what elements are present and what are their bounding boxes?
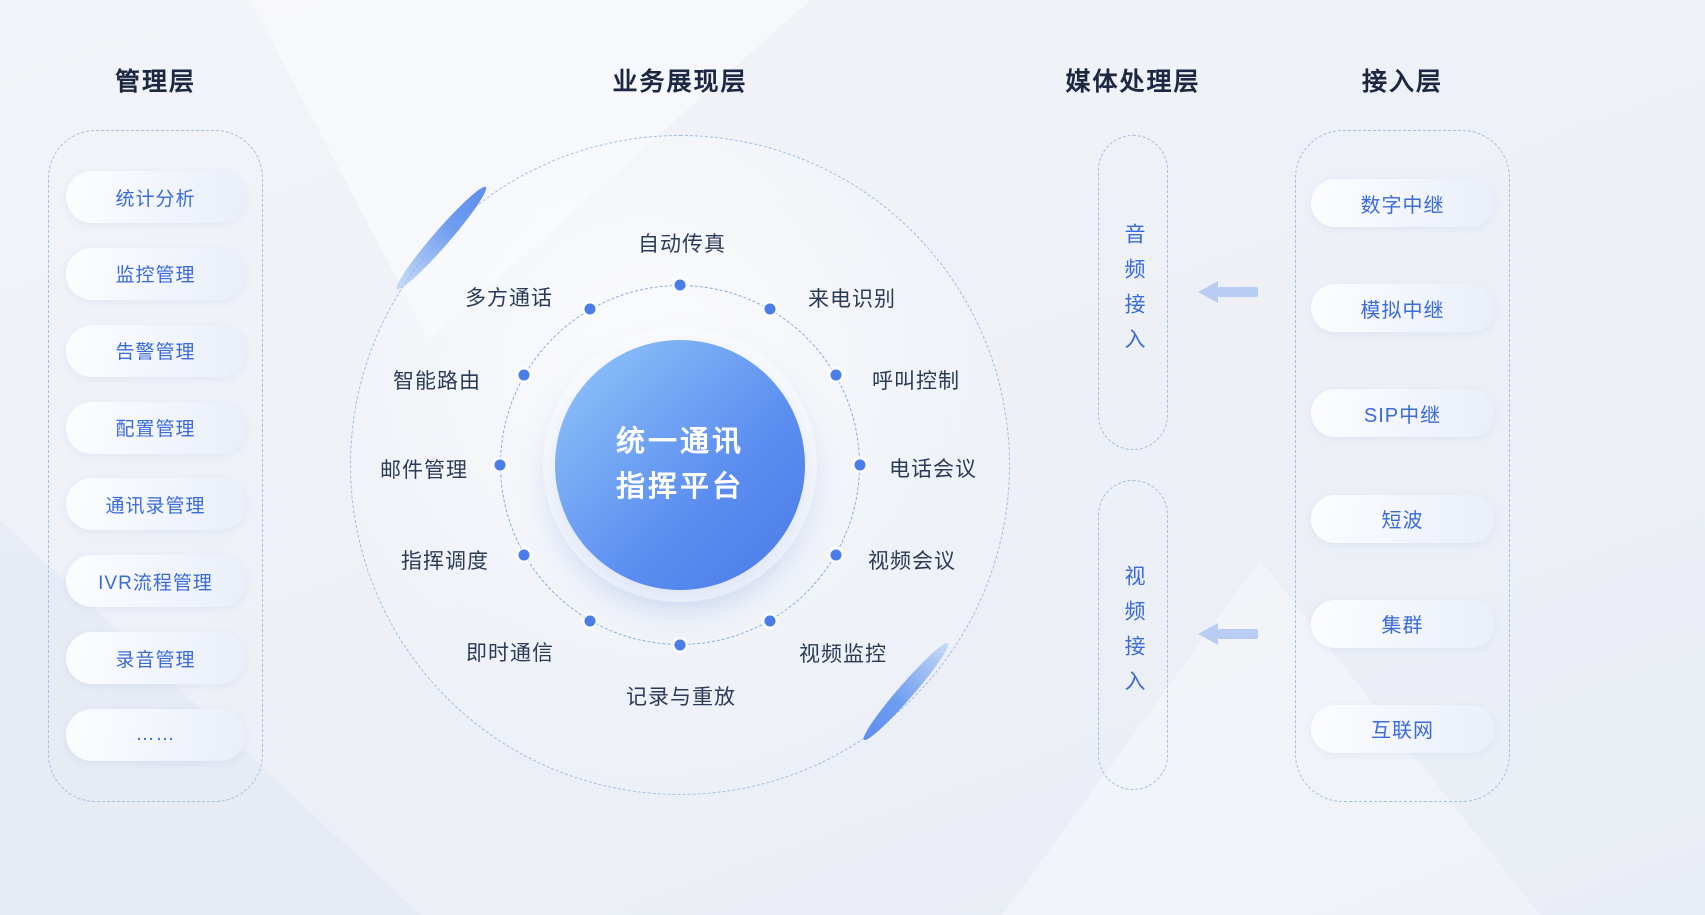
- access-panel: 数字中继模拟中继 SIP中继短波集群互联网: [1295, 130, 1510, 802]
- video-access-box: 视频接入: [1098, 480, 1168, 790]
- arrow-head: [1198, 281, 1218, 303]
- media-layer-title: 媒体处理层: [1065, 68, 1201, 96]
- platform-name-line2: 指挥平台: [615, 471, 744, 503]
- management-item: IVR流程管理: [65, 555, 246, 608]
- management-item: 监控管理: [65, 247, 246, 300]
- ring-item-label: 视频监控: [799, 643, 887, 666]
- arrow-tail: [1218, 629, 1258, 639]
- management-item: 配置管理: [65, 401, 246, 454]
- arrow-tail: [1218, 287, 1258, 297]
- access-item: 数字中继: [1310, 179, 1495, 227]
- ring-item-label: 指挥调度: [401, 550, 489, 573]
- audio-access-label: 音频接入: [1122, 222, 1145, 363]
- ring-item-label: 记录与重放: [626, 686, 736, 709]
- access-layer-title: 接入层: [1361, 68, 1443, 96]
- ring-item-label: 视频会议: [868, 550, 956, 573]
- ring-dot: [764, 615, 776, 627]
- business-layer-diagram: 统一通讯 指挥平台 自动传真来电识别呼叫控制电话会议视频会议视频监控记录与重放 即…: [350, 135, 1010, 795]
- ring-item-label: 多方通话: [465, 287, 553, 310]
- ring-dot: [674, 639, 686, 651]
- audio-access-box: 音频接入: [1098, 135, 1168, 450]
- ring-item-label: 呼叫控制: [872, 370, 960, 393]
- arrow-head: [1198, 623, 1218, 645]
- business-layer-title: 业务展现层: [612, 68, 748, 96]
- management-item: 通讯录管理: [65, 478, 246, 531]
- management-item: ……: [65, 708, 246, 761]
- access-item: 互联网: [1310, 704, 1495, 753]
- ring-item-label: 来电识别: [808, 288, 896, 311]
- management-layer-title: 管理层: [114, 68, 196, 96]
- access-item: SIP中继: [1310, 389, 1495, 438]
- ring-item-label: 即时通信: [466, 642, 554, 665]
- video-left-arrow-icon: [1198, 623, 1258, 645]
- ring-dot: [830, 549, 842, 561]
- ring-item-label: 邮件管理: [380, 459, 468, 482]
- management-panel: 统计分析监控管理告警管理配置管理通讯录管理 IVR流程管理录音管理 ……: [48, 130, 263, 802]
- ring-dot: [494, 459, 506, 471]
- ring-item-label: 自动传真: [638, 233, 726, 256]
- ring-dot: [674, 279, 686, 291]
- audio-left-arrow-icon: [1198, 281, 1258, 303]
- access-item: 短波: [1310, 494, 1495, 543]
- ring-dot: [830, 369, 842, 381]
- ring-item-label: 电话会议: [889, 458, 977, 481]
- management-item: 告警管理: [65, 324, 246, 377]
- ring-dot: [518, 369, 530, 381]
- management-item: 统计分析: [65, 171, 246, 223]
- platform-name-line1: 统一通讯: [615, 426, 744, 458]
- platform-center-circle: 统一通讯 指挥平台: [555, 340, 805, 590]
- ring-dot: [854, 459, 866, 471]
- access-item: 模拟中继: [1310, 284, 1495, 333]
- ring-dot: [584, 303, 596, 315]
- ring-item-label: 智能路由: [393, 370, 481, 393]
- management-item: 录音管理: [65, 632, 246, 685]
- ring-dot: [518, 549, 530, 561]
- video-access-label: 视频接入: [1122, 565, 1145, 705]
- ring-dot: [764, 303, 776, 315]
- access-item: 集群: [1310, 599, 1495, 648]
- ring-dot: [584, 615, 596, 627]
- ring-items: 自动传真来电识别呼叫控制电话会议视频会议视频监控记录与重放 即时通信 指挥调度 邮件管…: [350, 135, 1010, 795]
